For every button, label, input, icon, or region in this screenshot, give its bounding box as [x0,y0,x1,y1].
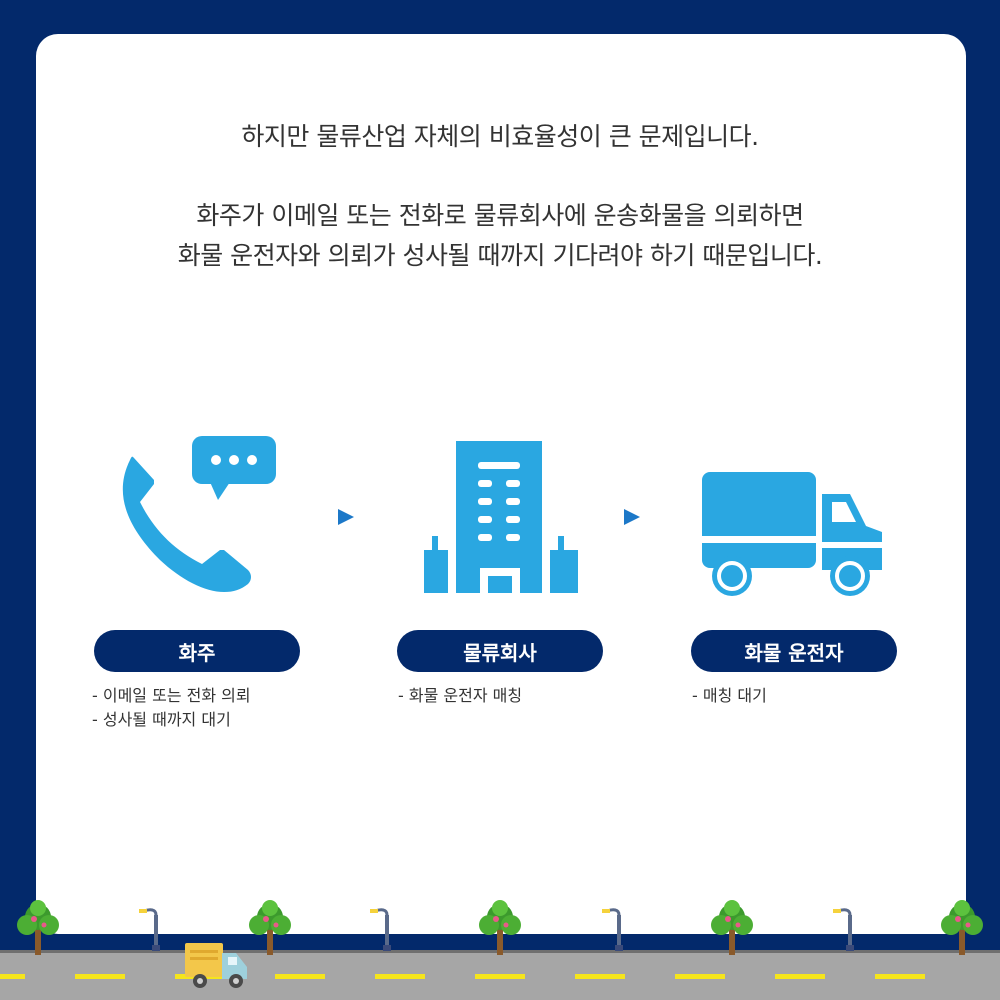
step-label-text: 화물 운전자 [744,640,844,665]
lane-dash [675,974,725,979]
step-description-driver: - 매칭 대기 [692,684,767,708]
tree-icon [711,900,753,955]
lane-dash [75,974,125,979]
step-item: - 매칭 대기 [692,686,767,705]
tree-icon [941,900,983,955]
lane-dash [275,974,325,979]
step-description-shipper: - 이메일 또는 전화 의뢰 - 성사될 때까지 대기 [92,684,251,732]
headline-line-3: 화물 운전자와 의뢰가 성사될 때까지 기다려야 하기 때문입니다. [177,241,823,270]
step-description-logistics: - 화물 운전자 매칭 [398,684,522,708]
headline-line-1: 하지만 물류산업 자체의 비효율성이 큰 문제입니다. [241,122,759,151]
lane-dash [575,974,625,979]
step-label-text: 화주 [178,640,216,665]
headline-line-2: 화주가 이메일 또는 전화로 물류회사에 운송화물을 의뢰하면 [196,201,804,230]
street-scene [17,900,983,988]
office-building-icon [424,441,578,593]
flow-arrow-icon [338,509,354,525]
street-lamp-icon [139,908,160,951]
flow-arrow-icon [624,509,640,525]
small-truck-icon [185,943,247,988]
lane-dash [775,974,825,979]
phone-chat-icon [122,436,276,593]
lane-dash [875,974,925,979]
step-label-logistics: 물류회사 [397,630,603,672]
step-item: - 성사될 때까지 대기 [92,710,231,729]
step-item: - 이메일 또는 전화 의뢰 [92,686,251,705]
step-label-text: 물류회사 [463,640,537,665]
tree-icon [17,900,59,955]
lane-dash [0,974,25,979]
lane-dash [475,974,525,979]
street-lamp-icon [833,908,854,951]
tree-icon [249,900,291,955]
tree-icon [479,900,521,955]
step-label-driver: 화물 운전자 [691,630,897,672]
step-item: - 화물 운전자 매칭 [398,686,523,705]
street-lamp-icon [370,908,391,951]
delivery-truck-icon [702,472,882,596]
step-label-shipper: 화주 [94,630,300,672]
lane-dash [375,974,425,979]
street-lamp-icon [602,908,623,951]
